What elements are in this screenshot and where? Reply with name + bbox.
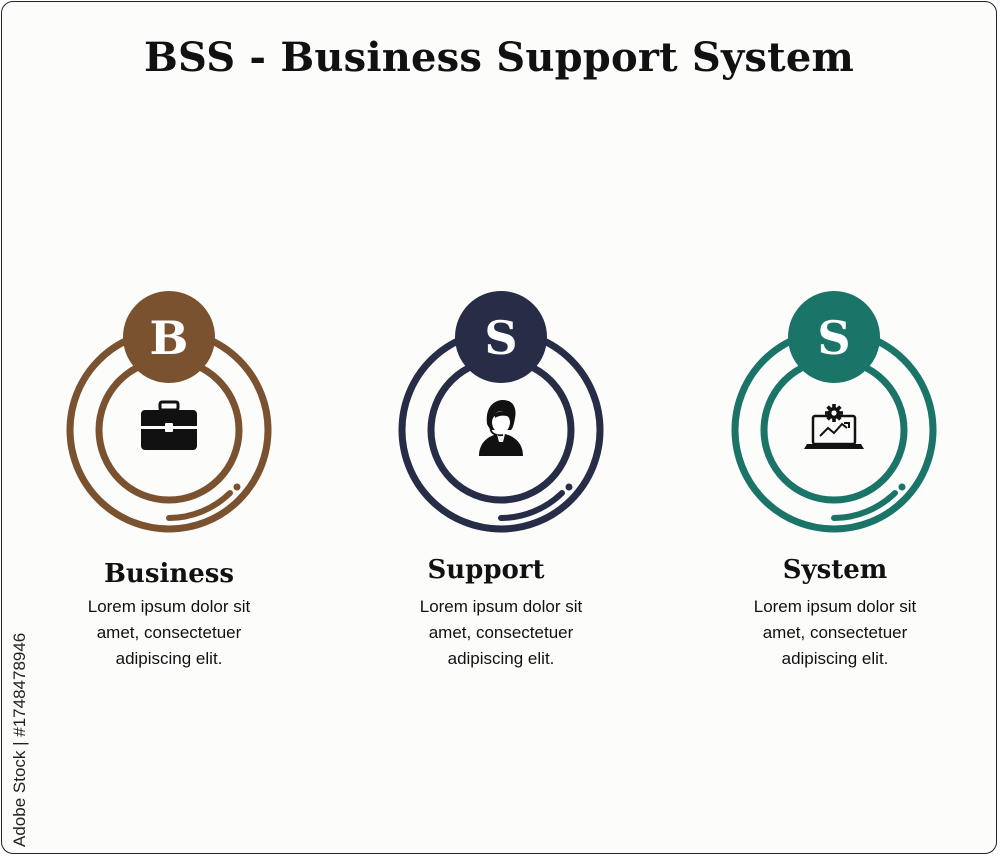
ring-highlight [166,490,233,521]
letter-b: B [150,311,189,365]
heading-system: System [782,555,888,585]
business-emblem: B [66,291,272,533]
description-system: Lorem ipsum dolor sit amet, consectetuer… [753,597,917,668]
letter-s: S [817,311,850,365]
letter-s: S [484,311,517,365]
heading-support: Support [427,555,545,585]
briefcase-icon [141,400,197,450]
ring-highlight-dot [898,483,906,491]
support-emblem: S [398,291,604,533]
ring-highlight-dot [233,483,241,491]
ring-highlight [498,490,565,521]
letter-badge [455,291,547,383]
heading-business: Business [103,559,235,589]
laptop-gear-icon [804,404,864,449]
stock-watermark: Adobe Stock | #1748478946 [10,632,29,847]
description-business: Lorem ipsum dolor sit amet, consectetuer… [87,597,251,668]
page-title: BSS - Business Support System [143,34,855,81]
ring-highlight-dot [565,483,573,491]
letter-badge [788,291,880,383]
description-support: Lorem ipsum dolor sit amet, consectetuer… [419,597,583,668]
ring-highlight [831,490,898,521]
system-emblem: S [731,291,937,533]
support-agent-icon [479,400,523,456]
letter-badge [123,291,215,383]
